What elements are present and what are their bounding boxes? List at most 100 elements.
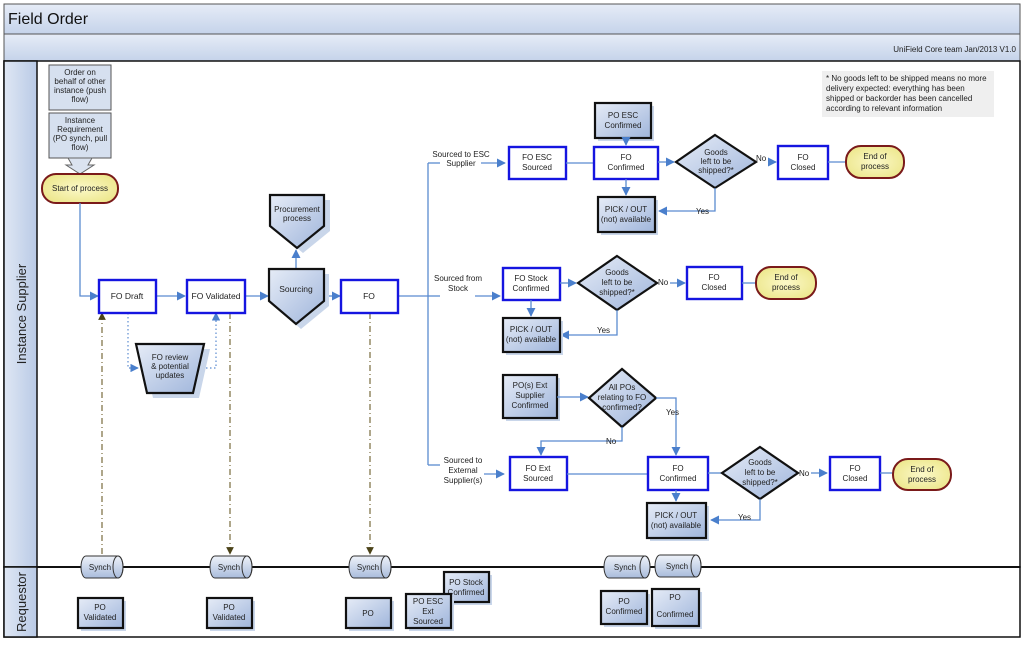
req-po-esc-ext-sourced[interactable] [404,592,453,630]
esc-yes-label: Yes [696,207,709,216]
pull-flow-text: Instance Requirement (PO synch, pull flo… [53,116,107,152]
stock-fo-closed-box[interactable] [685,265,744,301]
synch-cylinder[interactable]: Synch [209,555,253,579]
stock-pick-out-text: PICK / OUT (not) available [506,325,557,344]
svg-text:(PO synch, pull: (PO synch, pull [53,134,107,143]
svg-text:Goods: Goods [748,458,772,467]
svg-text:Supplier(s): Supplier(s) [444,476,483,485]
fo-esc-sourced-text: FO ESC Sourced [522,153,552,172]
svg-text:FO ESC: FO ESC [522,153,552,162]
po-ext-supplier-confirmed-box[interactable] [501,373,559,420]
synch-cylinder[interactable]: Synch [603,555,651,579]
push-flow-box [48,64,112,111]
svg-text:PO Stock: PO Stock [449,578,484,587]
svg-text:Confirmed: Confirmed [660,474,697,483]
po-ext-supplier-confirmed-text: PO(s) Ext Supplier Confirmed [512,381,549,410]
synch-cylinder[interactable]: Synch [80,555,124,579]
fo-draft-box[interactable] [97,278,158,315]
fo-box[interactable] [339,278,400,315]
fo-review-shape[interactable] [134,342,206,395]
svg-text:shipped?*: shipped?* [698,166,734,175]
svg-text:PO: PO [94,603,106,612]
synch-cylinder[interactable]: Synch [348,555,392,579]
all-pos-decision-text: All POs relating to FO confirmed? [598,383,646,412]
svg-text:Synch: Synch [666,562,688,571]
svg-text:left to be: left to be [701,157,732,166]
lane-header-supplier [3,60,38,568]
fo-stock-confirmed-box[interactable] [501,266,562,302]
svg-text:End of: End of [774,273,798,282]
svg-text:process: process [283,214,311,223]
svg-text:Supplier: Supplier [515,391,545,400]
po-esc-confirmed-box[interactable] [593,101,653,140]
svg-text:confirmed?: confirmed? [602,403,642,412]
svg-text:PO ESC: PO ESC [413,597,443,606]
svg-text:Ext: Ext [422,607,434,616]
esc-pick-out-box[interactable] [596,195,657,234]
lane-label-requestor: Requestor [14,571,29,632]
svg-text:updates: updates [156,371,184,380]
fo-label: FO [363,291,375,301]
svg-text:FO: FO [672,464,683,473]
ext-end-terminator[interactable] [892,458,952,491]
svg-text:Sourced to: Sourced to [444,456,483,465]
ext-fo-confirmed-box[interactable] [646,455,710,492]
req-po[interactable] [344,596,393,630]
fo-review-text: FO review & potential updates [151,353,189,380]
svg-text:Closed: Closed [843,474,868,483]
down-arrow-icon [64,157,96,175]
svg-text:All POs: All POs [609,383,636,392]
svg-text:PICK / OUT: PICK / OUT [655,511,697,520]
esc-fo-confirmed-box[interactable] [592,145,660,181]
stock-fo-closed-text: FO Closed [702,273,727,292]
svg-text:Synch: Synch [614,563,636,572]
svg-text:PO: PO [618,597,630,606]
ext-decision-text: Goods left to be shipped?* [742,458,778,487]
sourcing-shape[interactable] [267,267,326,326]
stock-end-terminator[interactable] [755,266,817,300]
svg-text:shipped?*: shipped?* [599,288,635,297]
svg-text:PO: PO [223,603,235,612]
fo-validated-label: FO Validated [192,291,241,301]
fo-ext-sourced-text: FO Ext Sourced [523,464,553,483]
ext-fo-closed-text: FO Closed [843,464,868,483]
svg-text:instance (push: instance (push [54,86,106,95]
svg-text:process: process [861,162,889,171]
svg-text:Supplier: Supplier [446,159,476,168]
sourcing-label: Sourcing [279,284,313,294]
svg-text:delivery expected: everything: delivery expected: everything has been [826,84,965,93]
esc-decision-text: Goods left to be shipped?* [698,148,734,175]
svg-text:Confirmed: Confirmed [448,588,485,597]
esc-fo-closed-box[interactable] [776,144,830,181]
req-po-confirmed-2-text: PO Confirmed [657,593,694,619]
svg-text:relating to FO: relating to FO [598,393,646,402]
req-po-confirmed-1[interactable] [599,589,649,626]
ext-pick-out-box[interactable] [645,501,708,540]
lane-header-requestor [3,566,38,638]
fo-validated-box[interactable] [185,278,247,315]
po-esc-confirmed-text: PO ESC Confirmed [605,111,642,130]
svg-text:Order on: Order on [64,68,96,77]
svg-text:Goods: Goods [605,268,629,277]
svg-text:Closed: Closed [702,283,727,292]
procurement-shape[interactable] [268,193,326,250]
synch-cylinder[interactable]: Synch [654,554,702,578]
svg-text:Synch: Synch [218,563,240,572]
req-po-confirmed-1-text: PO Confirmed [606,597,643,616]
stock-pick-out-box[interactable] [501,316,562,354]
fo-draft-label: FO Draft [111,291,144,301]
esc-end-terminator[interactable] [845,145,905,179]
svg-text:PICK / OUT: PICK / OUT [510,325,552,334]
push-flow-text: Order on behalf of other instance (push … [54,68,106,104]
lane-label-supplier: Instance Supplier [14,263,29,364]
req-po-validated-1[interactable] [76,596,125,630]
req-po-stock-confirmed-text: PO Stock Confirmed [448,578,485,597]
svg-text:left to be: left to be [745,468,776,477]
title-bar [3,3,1021,35]
req-po-validated-2[interactable] [205,596,254,630]
svg-text:(not) available: (not) available [651,521,702,530]
pull-flow-box [48,112,112,159]
svg-text:Sourced: Sourced [523,474,553,483]
procurement-text: Procurement process [274,205,321,223]
req-po-confirmed-2[interactable] [650,587,701,628]
